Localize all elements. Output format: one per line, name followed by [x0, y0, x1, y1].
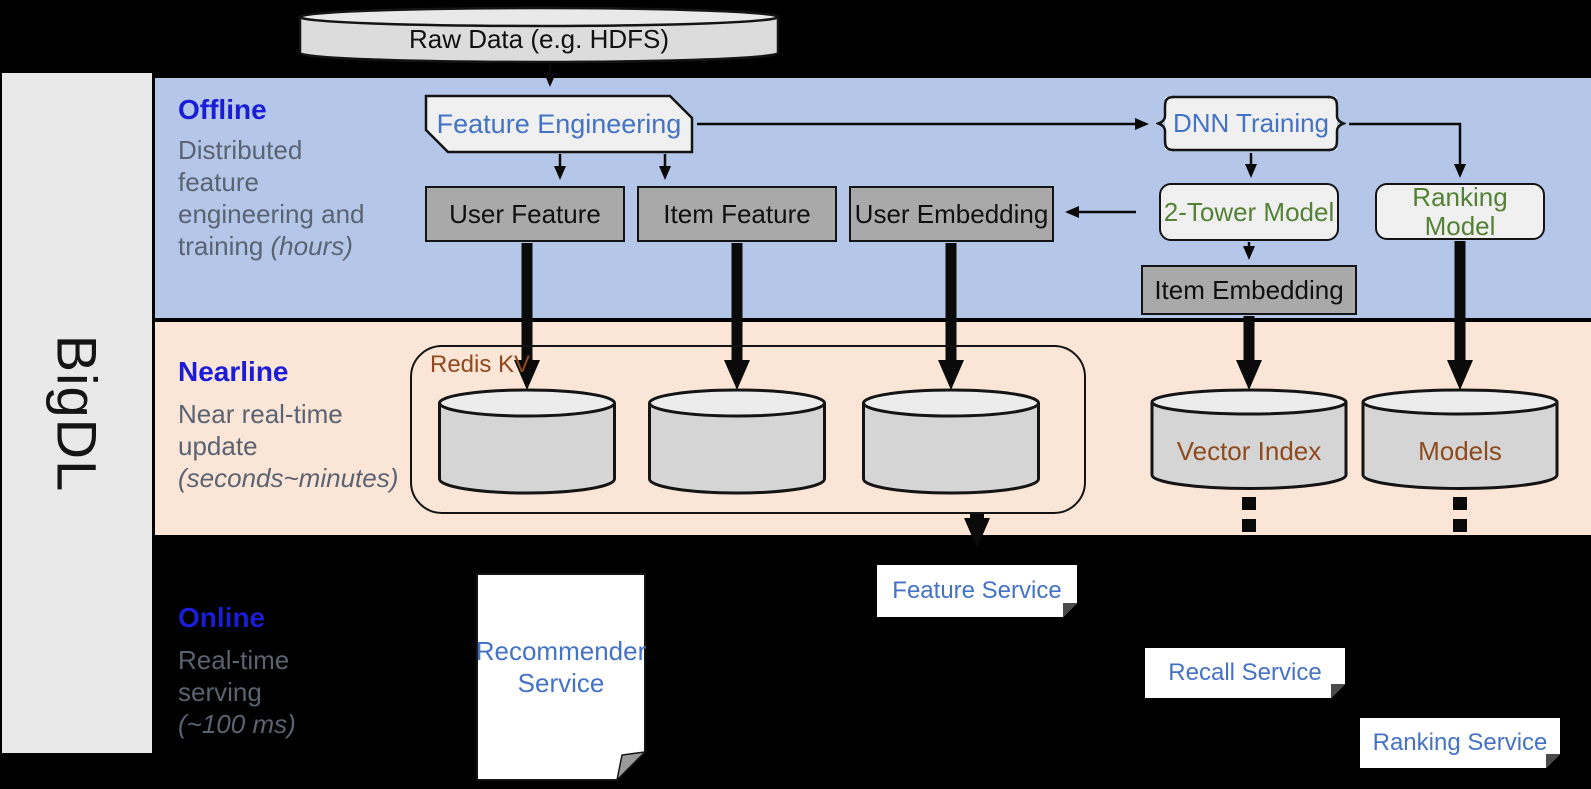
- kv-cylinder-3: [861, 388, 1041, 496]
- item-embedding-label: Item Embedding: [1154, 274, 1344, 305]
- redis-kv-group: [410, 345, 1086, 514]
- feature-engineering-label: Feature Engineering: [436, 108, 682, 139]
- snip-rect-shape: [424, 94, 694, 154]
- vector-index-label: Vector Index: [1176, 436, 1322, 466]
- online-section-desc: Real-time serving (~100 ms): [178, 645, 296, 739]
- nearline-section-desc: Near real-time update (seconds~minutes): [178, 399, 399, 493]
- dnn-training-node: DNN Training: [1156, 95, 1346, 152]
- cylinder-shape: [298, 6, 780, 64]
- item-feature-label: Item Feature: [663, 198, 811, 229]
- feature-service-label: Feature Service: [892, 576, 1062, 604]
- user-feature-node: User Feature: [425, 186, 625, 242]
- dnn-training-label: DNN Training: [1172, 108, 1330, 138]
- document-shape: [476, 573, 647, 782]
- cylinder-shape: [862, 388, 1040, 495]
- online-section-title: Online: [178, 602, 266, 633]
- feature-engineering-node: Feature Engineering: [424, 94, 694, 154]
- ranking-model-node: Ranking Model: [1375, 183, 1545, 240]
- recall-service-label: Recall Service: [1168, 658, 1322, 686]
- kv-cylinder-2: [647, 388, 827, 496]
- two-tower-model-node: 2-Tower Model: [1159, 183, 1339, 241]
- vector-index-store: Vector Index: [1149, 388, 1349, 491]
- item-embedding-node: Item Embedding: [1141, 265, 1357, 315]
- recommender-service-doc: Recommender Service: [475, 572, 647, 782]
- user-feature-label: User Feature: [449, 198, 601, 229]
- double-brace-shape: [1156, 95, 1346, 152]
- cylinder-shape: [438, 388, 616, 495]
- offline-section-title: Offline: [178, 94, 267, 125]
- models-label: Models: [1418, 436, 1502, 466]
- ranking-service-label: Ranking Service: [1372, 728, 1548, 756]
- cylinder-shape: [1150, 388, 1348, 490]
- cylinder-shape: [648, 388, 826, 495]
- recall-service-node: Recall Service: [1145, 648, 1345, 698]
- raw-data-label: Raw Data (e.g. HDFS): [408, 23, 670, 54]
- redis-kv-label: Redis KV: [430, 351, 531, 378]
- two-tower-model-label: 2-Tower Model: [1163, 196, 1335, 227]
- ranking-service-node: Ranking Service: [1360, 718, 1560, 768]
- kv-cylinder-1: [437, 388, 617, 496]
- item-feature-node: Item Feature: [637, 186, 837, 242]
- cylinder-shape: [1361, 388, 1559, 490]
- bigdl-sidebar: BigDL: [2, 73, 152, 753]
- recommender-service-label: Recommender Service: [475, 635, 647, 699]
- offline-section-desc: Distributed feature engineering and trai…: [178, 135, 365, 261]
- user-embedding-label: User Embedding: [854, 198, 1049, 229]
- raw-data-store: Raw Data (e.g. HDFS): [298, 6, 780, 64]
- user-embedding-node: User Embedding: [849, 186, 1054, 242]
- nearline-section-title: Nearline: [178, 356, 289, 387]
- feature-service-node: Feature Service: [877, 565, 1077, 617]
- ranking-model-label: Ranking Model: [1412, 181, 1508, 241]
- models-store: Models: [1360, 388, 1560, 491]
